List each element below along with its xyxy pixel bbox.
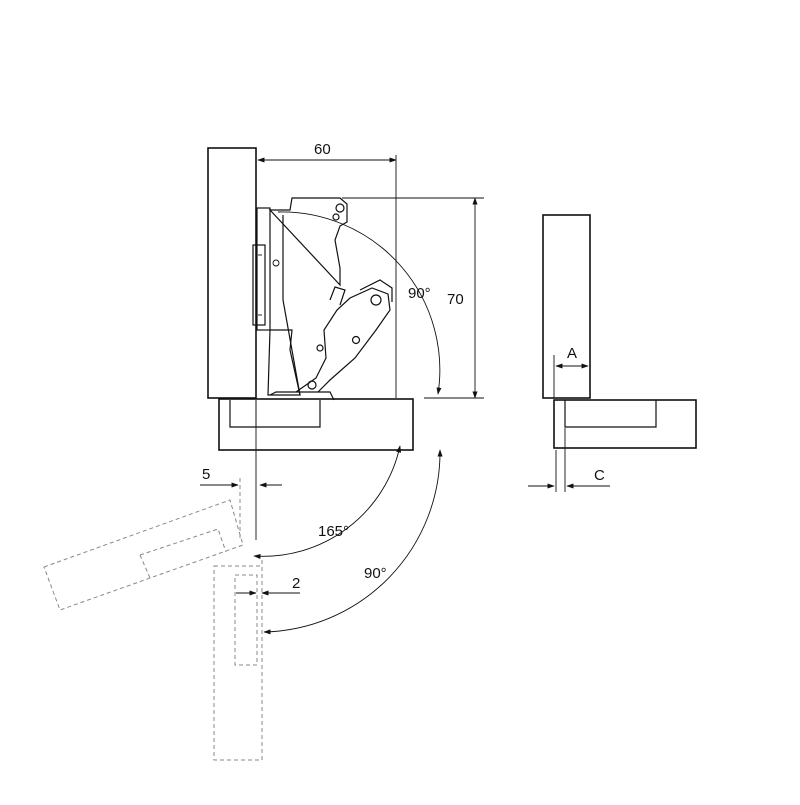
arc-90-bottom: 90° — [263, 449, 443, 635]
dimension-a: A — [553, 345, 589, 398]
angle-165-label: 165° — [318, 523, 349, 540]
dim-2-label: 2 — [292, 575, 300, 592]
dimension-c: C — [528, 428, 610, 492]
side-detail-view: A C — [528, 214, 697, 492]
detail-door-panel — [542, 214, 591, 399]
dim-5-label: 5 — [202, 466, 210, 483]
label-a: A — [567, 345, 577, 362]
dimension-70: 70 — [342, 197, 484, 399]
arc-90-top: 90° — [277, 211, 442, 395]
main-view: 60 70 90° 5 165° 90° — [43, 141, 484, 761]
cabinet-panel — [218, 398, 414, 451]
door-90-dashed — [213, 560, 263, 761]
hinge-mechanism — [252, 197, 393, 401]
angle-90-bottom-label: 90° — [364, 565, 387, 582]
detail-cabinet-panel — [553, 399, 697, 449]
dimension-2: 2 — [236, 575, 300, 596]
dim-60-label: 60 — [314, 141, 331, 158]
door-panel — [207, 147, 257, 399]
hinge-cup-recess — [229, 400, 321, 428]
angle-90-top-label: 90° — [408, 285, 431, 302]
arc-165: 165° — [253, 445, 402, 559]
door-165-dashed — [43, 478, 244, 611]
dim-70-label: 70 — [447, 291, 464, 308]
label-c: C — [594, 467, 605, 484]
dimension-60: 60 — [257, 141, 397, 398]
